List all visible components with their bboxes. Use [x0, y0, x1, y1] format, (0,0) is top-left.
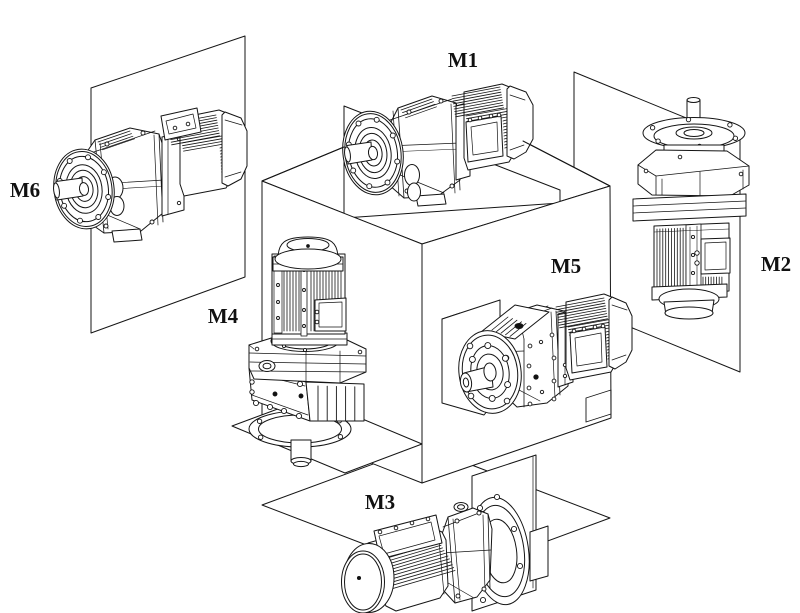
svg-text:M1: M1 [448, 48, 478, 72]
svg-text:M4: M4 [208, 304, 239, 328]
svg-text:M5: M5 [551, 254, 581, 278]
svg-text:M3: M3 [365, 490, 395, 514]
svg-text:M2: M2 [761, 252, 791, 276]
svg-text:M6: M6 [10, 178, 40, 202]
